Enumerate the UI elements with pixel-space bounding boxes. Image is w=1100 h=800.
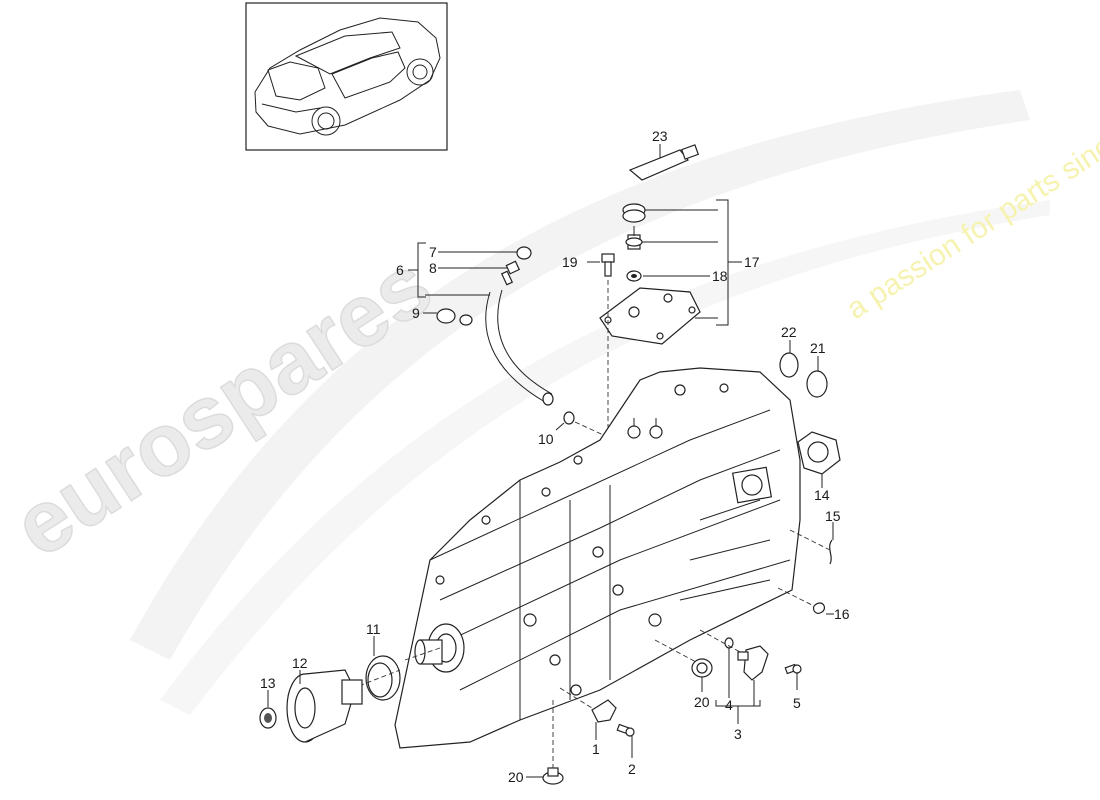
part-20-plug-right [654,639,713,692]
part-13-ring [259,690,277,729]
callout-12[interactable]: 12 [292,655,308,671]
part-14-cover [797,431,841,488]
callout-1[interactable]: 1 [592,741,600,757]
callout-21[interactable]: 21 [810,340,826,356]
part-6-breather-assembly [408,242,611,439]
callout-4[interactable]: 4 [725,697,733,713]
callout-16[interactable]: 16 [834,606,850,622]
part-1-sensor [559,687,617,740]
part-5-bolt [784,663,802,690]
part-22-seal [779,340,799,378]
callout-13[interactable]: 13 [260,675,276,691]
callout-6[interactable]: 6 [396,262,404,278]
callout-9[interactable]: 9 [412,305,420,321]
callout-15[interactable]: 15 [825,508,841,524]
callout-3[interactable]: 3 [734,726,742,742]
part-11-seal [291,636,401,713]
part-2-bolt [616,723,635,758]
part-21-seal [806,356,828,398]
part-12-flange [286,669,363,743]
part-23-sealant-tube [628,144,700,181]
part-3-sensor [699,629,769,724]
callout-labels: 1 2 3 4 5 6 7 8 9 10 11 12 13 14 15 16 1… [260,128,850,785]
callout-8[interactable]: 8 [429,260,437,276]
callout-5[interactable]: 5 [793,695,801,711]
callout-2[interactable]: 2 [628,761,636,777]
part-20-plug-bottom [526,700,564,785]
callout-18[interactable]: 18 [712,268,728,284]
callout-17[interactable]: 17 [744,254,760,270]
car-icon [254,17,441,136]
part-4-oring [724,637,734,698]
part-17-assembly [587,199,742,430]
gearbox-housing [394,367,801,749]
vehicle-thumbnail [245,2,448,151]
part-15-clip [789,522,834,565]
callout-20-bottom[interactable]: 20 [508,769,524,785]
callout-11[interactable]: 11 [366,621,381,637]
callout-23[interactable]: 23 [652,128,668,144]
callout-14[interactable]: 14 [814,487,830,503]
callout-19[interactable]: 19 [562,254,578,270]
callout-20-right[interactable]: 20 [694,694,710,710]
callout-10[interactable]: 10 [538,431,554,447]
callout-22[interactable]: 22 [781,324,797,340]
callout-7[interactable]: 7 [429,244,437,260]
part-16-clip [777,587,834,615]
